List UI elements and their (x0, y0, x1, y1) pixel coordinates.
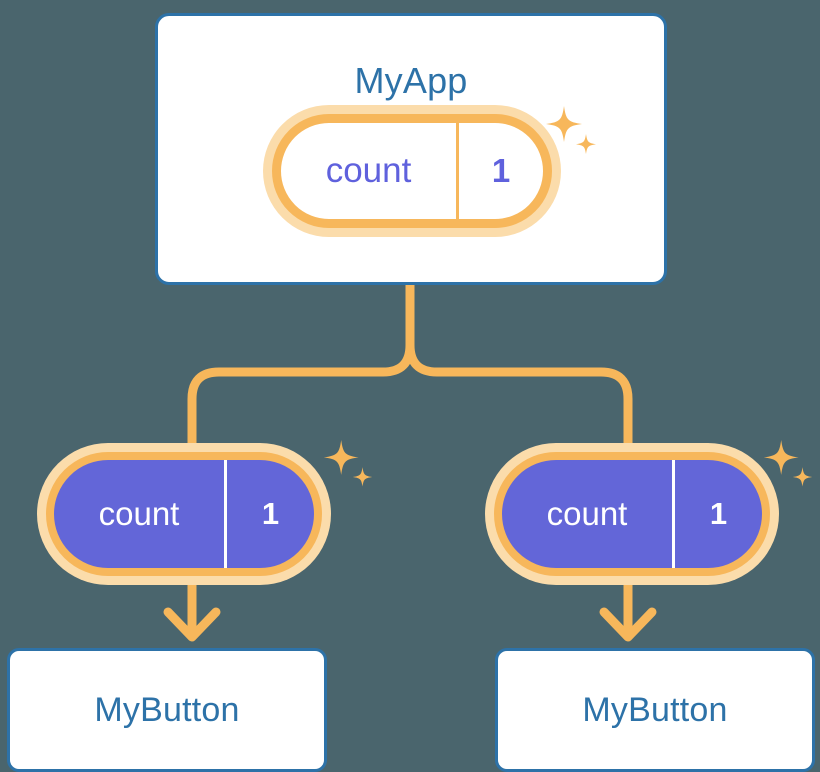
state-pill-app-value: 1 (456, 123, 543, 219)
button-card-left-title: MyButton (94, 691, 240, 729)
state-pill-child-left-inner: count 1 (46, 452, 322, 576)
sparkle-four-point-star-small-icon (352, 467, 373, 487)
app-card[interactable]: MyApp (155, 13, 667, 285)
state-pill-child-left-value: 1 (224, 460, 314, 568)
state-pill-child-right-value: 1 (672, 460, 762, 568)
button-card-right[interactable]: MyButton (495, 648, 815, 772)
sparkle-four-point-star-small-icon (576, 134, 596, 154)
state-pill-app-key: count (325, 151, 412, 190)
arrow-down-icon-left (163, 575, 221, 642)
sparkle-group-app (538, 104, 602, 168)
state-pill-child-right[interactable]: count 1 (485, 443, 779, 585)
button-card-right-title: MyButton (582, 691, 728, 729)
tree-branch-connector-right-icon (405, 340, 633, 457)
sparkle-four-point-star-icon (323, 439, 359, 475)
sparkle-group-child-right (756, 438, 818, 500)
sparkle-group-child-left (316, 438, 378, 500)
button-card-left[interactable]: MyButton (7, 648, 327, 772)
tree-branch-connector-icon (187, 280, 415, 457)
sparkle-four-point-star-small-icon (792, 467, 813, 487)
arrow-down-icon-right (599, 575, 657, 642)
state-pill-child-left[interactable]: count 1 (37, 443, 331, 585)
state-pill-child-left-key: count (98, 495, 180, 532)
state-pill-child-right-inner: count 1 (494, 452, 770, 576)
app-card-title: MyApp (354, 60, 468, 101)
sparkle-four-point-star-icon (763, 439, 799, 475)
sparkle-four-point-star-icon (546, 106, 582, 142)
state-pill-app-inner: count 1 (272, 114, 552, 228)
state-pill-app[interactable]: count 1 (263, 105, 561, 237)
state-pill-child-right-key: count (546, 495, 628, 532)
